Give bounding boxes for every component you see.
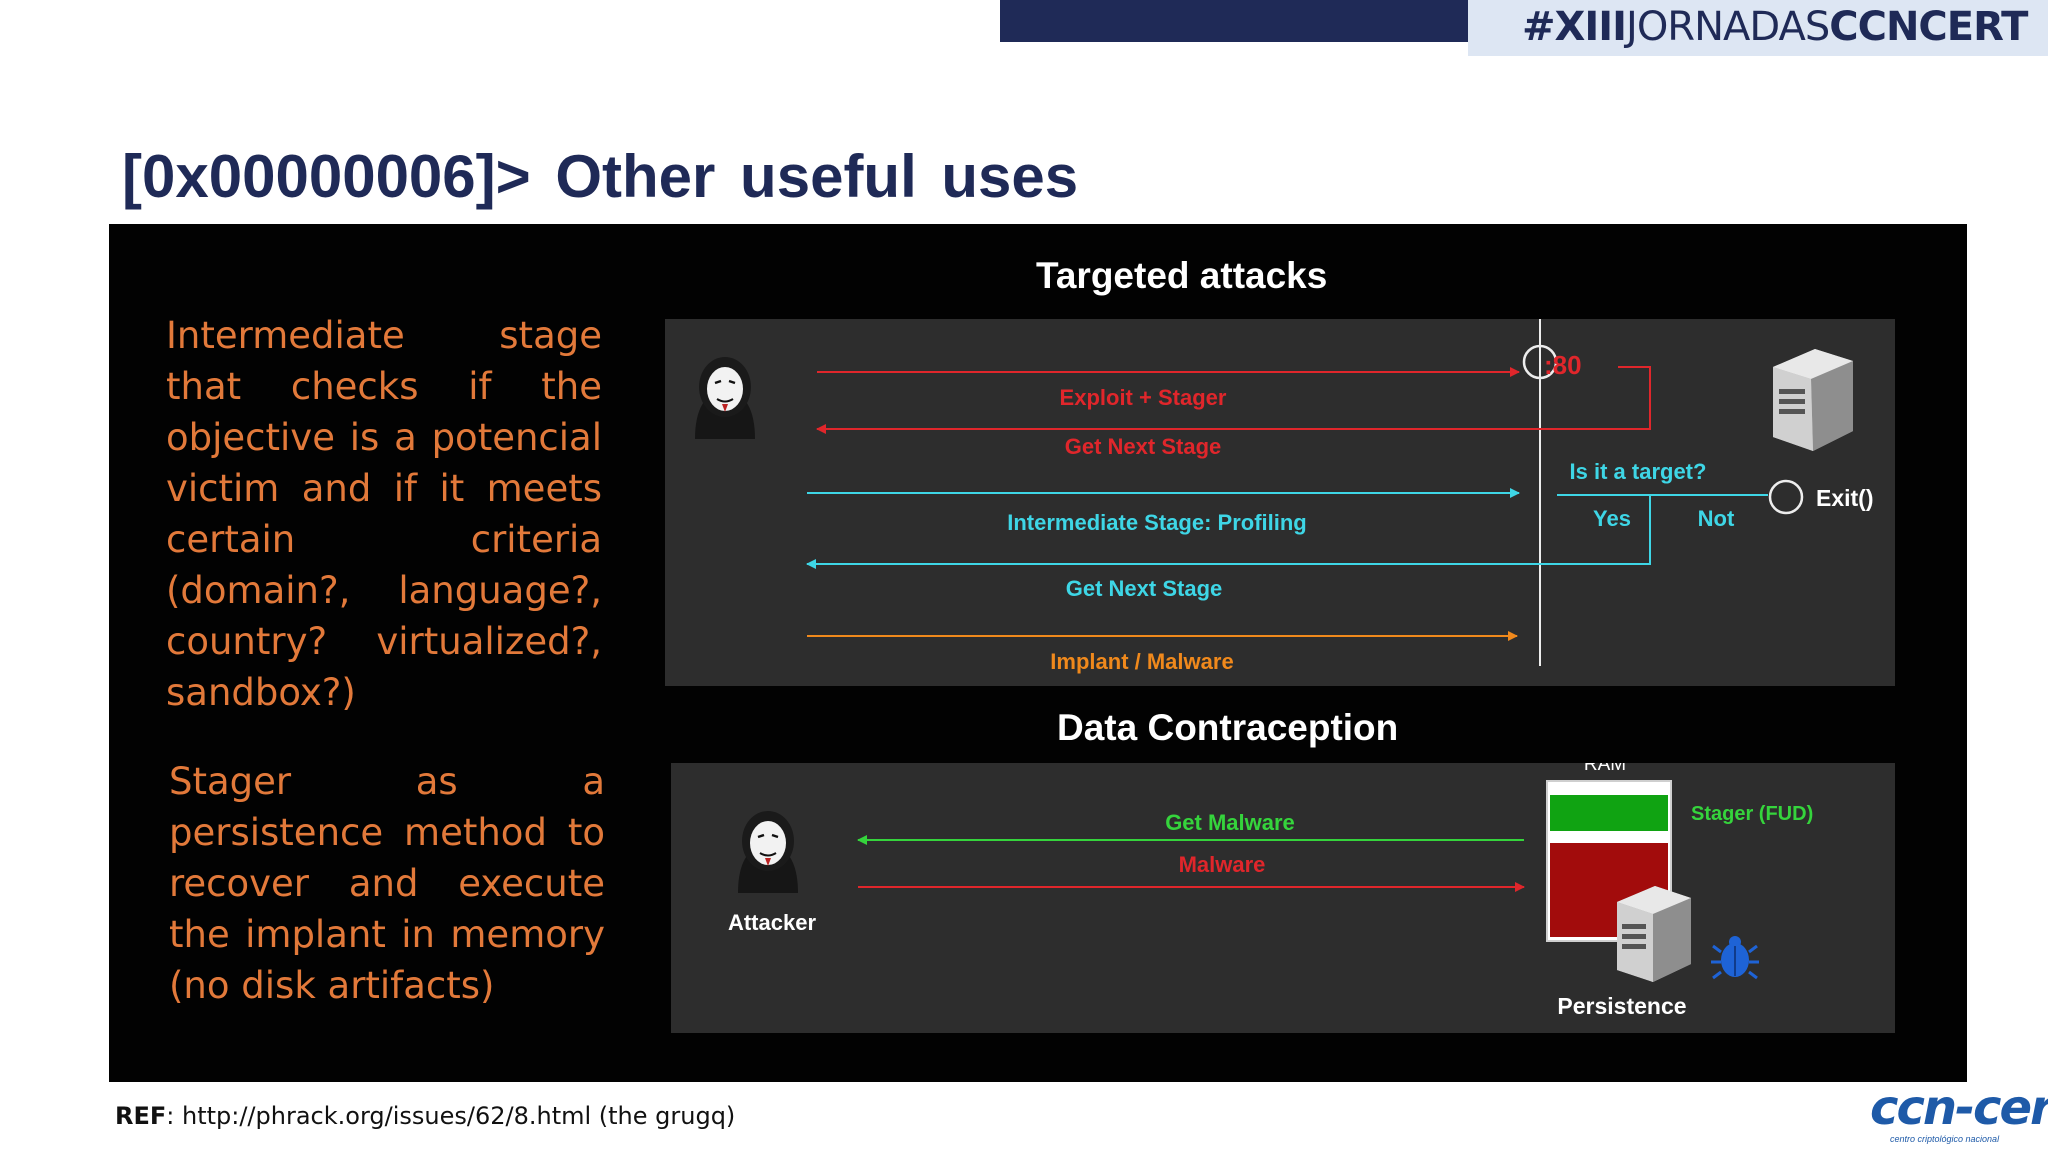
targeted-description: Intermediate stage that checks if the ob… xyxy=(166,314,602,714)
targeted-attacks-diagram: :80 Exploit + Stager Get Next Stage Inte… xyxy=(665,319,1895,686)
malware-label: Malware xyxy=(1179,852,1266,877)
profiling-label: Intermediate Stage: Profiling xyxy=(1007,510,1307,535)
implant-label: Implant / Malware xyxy=(1050,649,1233,674)
ram-label: RAM xyxy=(1584,763,1626,775)
bug-icon xyxy=(1711,936,1759,980)
yes-label: Yes xyxy=(1593,506,1631,531)
is-target-label: Is it a target? xyxy=(1570,459,1707,484)
hacker-mask-icon xyxy=(695,357,755,439)
get-malware-label: Get Malware xyxy=(1165,810,1295,835)
reference-link[interactable]: : http://phrack.org/issues/62/8.html (th… xyxy=(166,1102,736,1130)
event-tag-box xyxy=(1468,0,2048,56)
exploit-stager-label: Exploit + Stager xyxy=(1060,385,1227,410)
slide-title: [0x00000006]> Other useful uses xyxy=(122,143,1079,210)
ccn-cert-logo: ccn-cert centro criptológico nacional xyxy=(1870,1080,2048,1144)
data-contraception-title: Data Contraception xyxy=(1057,707,1399,748)
contraception-description: Stager as a persistence method to recove… xyxy=(169,760,605,1007)
event-hashtag: #XIIIJORNADASCCNCERT xyxy=(1522,4,2028,50)
server-icon xyxy=(1617,886,1691,982)
port-label: :80 xyxy=(1544,350,1582,380)
header-bar xyxy=(1000,0,1468,42)
hacker-mask-icon xyxy=(738,811,798,893)
get-next-stage-label-2: Get Next Stage xyxy=(1066,576,1223,601)
not-label: Not xyxy=(1698,506,1735,531)
reference: REF: http://phrack.org/issues/62/8.html … xyxy=(115,1102,736,1130)
persistence-label: Persistence xyxy=(1557,993,1686,1019)
get-next-stage-label-1: Get Next Stage xyxy=(1065,434,1222,459)
data-contraception-diagram: Attacker Get Malware Malware RAM Stager … xyxy=(671,763,1895,1033)
exit-label: Exit() xyxy=(1816,485,1874,511)
ram-stager-block xyxy=(1550,795,1668,831)
targeted-attacks-title: Targeted attacks xyxy=(1036,255,1328,296)
attacker-label: Attacker xyxy=(728,910,816,935)
server-icon xyxy=(1773,349,1853,451)
stager-fud-label: Stager (FUD) xyxy=(1691,803,1813,825)
